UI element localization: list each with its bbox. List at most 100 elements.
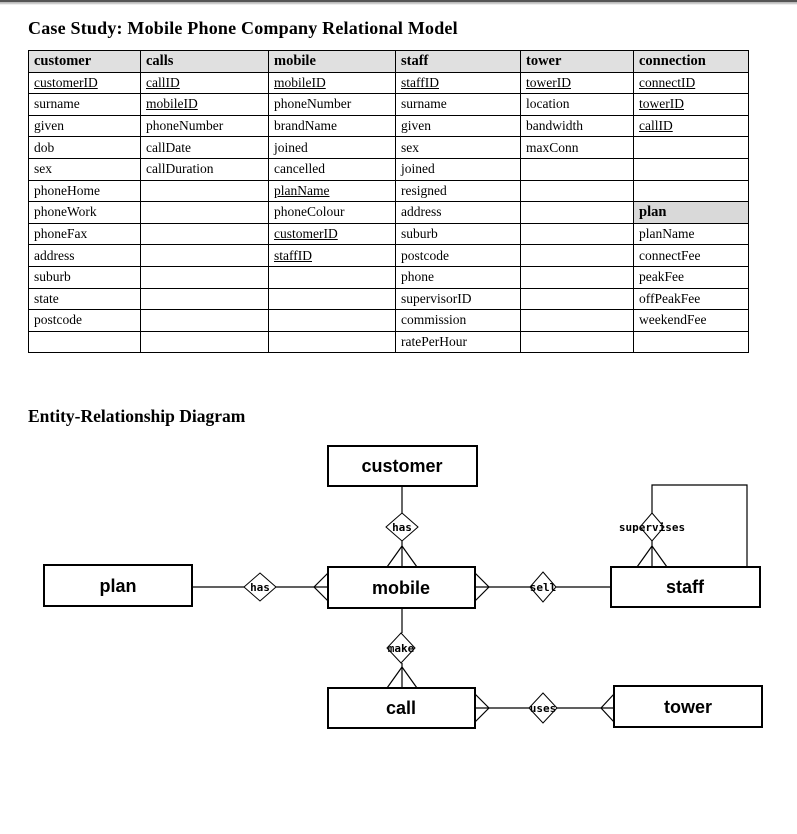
- table-cell: callID: [140, 71, 269, 95]
- table-cell: phone: [395, 265, 521, 289]
- plan-entity-label: plan: [99, 576, 136, 596]
- table-cell: [268, 309, 396, 332]
- supervises-diamond: [639, 512, 665, 542]
- table-cell: supervisorID: [395, 287, 521, 311]
- column-header-staff: staff: [395, 50, 521, 73]
- sell-relationship-label: sell: [530, 581, 557, 594]
- table-cell: [140, 265, 269, 289]
- customer-entity-box: [327, 445, 478, 487]
- table-cell: [140, 222, 269, 246]
- table-cell: [520, 287, 634, 311]
- page-top-rule: [0, 0, 797, 5]
- table-cell: [633, 136, 749, 159]
- crow-foot-mobile-top: [401, 545, 418, 568]
- table-cell: [140, 201, 269, 224]
- table-cell: staffID: [395, 71, 521, 95]
- table-cell: customerID: [268, 222, 396, 246]
- table-row: suburb phone peakFee: [28, 265, 749, 289]
- table-cell: customerID: [28, 71, 141, 95]
- connector-supervises-loop: [651, 484, 748, 567]
- table-cell: sex: [28, 157, 141, 181]
- has-relationship-label: has: [250, 581, 270, 594]
- table-cell: phoneNumber: [140, 114, 269, 138]
- table-row: postcode commission weekendFee: [28, 309, 749, 332]
- table-cell: callID: [633, 114, 749, 138]
- table-cell: [140, 309, 269, 332]
- table-cell: mobileID: [140, 93, 269, 116]
- make-relationship-label: make: [388, 642, 415, 655]
- table-cell: [140, 330, 269, 354]
- table-row: state supervisorID offPeakFee: [28, 287, 749, 311]
- table-cell: towerID: [520, 71, 634, 95]
- table-cell: postcode: [28, 309, 141, 332]
- staff-entity-box: [610, 566, 761, 608]
- crow-foot-mobile-left: [313, 572, 329, 588]
- plan-entity-box: [43, 564, 193, 607]
- table-cell: given: [395, 114, 521, 138]
- table-cell: [520, 201, 634, 224]
- table-cell: [268, 330, 396, 354]
- table-cell: [140, 287, 269, 311]
- crow-foot-call-top: [401, 666, 418, 689]
- table-cell: state: [28, 287, 141, 311]
- uses-relationship-label: uses: [530, 702, 557, 715]
- table-cell: joined: [268, 136, 396, 159]
- crow-foot-staff-top: [651, 545, 668, 568]
- table-cell: address: [28, 244, 141, 267]
- table-cell: suburb: [395, 222, 521, 246]
- make-diamond: [386, 632, 416, 664]
- table-cell: [633, 330, 749, 354]
- table-cell: [520, 309, 634, 332]
- table-cell: ratePerHour: [395, 330, 521, 354]
- page-title: Case Study: Mobile Phone Company Relatio…: [28, 18, 458, 39]
- table-cell: phoneHome: [28, 179, 141, 203]
- crow-foot-tower-left: [600, 693, 615, 709]
- table-cell: maxConn: [520, 136, 634, 159]
- er-diagram-heading: Entity-Relationship Diagram: [28, 405, 246, 426]
- table-cell: [520, 265, 634, 289]
- uses-diamond: [528, 692, 558, 724]
- table-cell: bandwidth: [520, 114, 634, 138]
- crow-foot-call-right: [474, 693, 490, 709]
- table-cell: mobileID: [268, 71, 396, 95]
- table-cell: [520, 222, 634, 246]
- has-diamond-plan-mobile: [243, 572, 277, 602]
- table-cell: [268, 265, 396, 289]
- staff-entity-label: staff: [666, 577, 705, 597]
- table-cell: callDate: [140, 136, 269, 159]
- supervises-relationship-label: supervises: [619, 521, 685, 534]
- table-cell: [520, 330, 634, 354]
- table-cell: postcode: [395, 244, 521, 267]
- table-cell: given: [28, 114, 141, 138]
- mobile-entity-box: [327, 566, 476, 609]
- table-cell: sex: [395, 136, 521, 159]
- er-diagram: customer plan mobile staff call tower ha…: [43, 445, 763, 729]
- table-cell: address: [395, 201, 521, 224]
- crow-foot-mobile-left: [313, 586, 329, 602]
- column-header-connection: connection: [633, 50, 749, 73]
- table-cell: connectFee: [633, 244, 749, 267]
- table-cell: [28, 330, 141, 354]
- crow-foot-tower-left: [600, 707, 615, 723]
- table-cell: location: [520, 93, 634, 116]
- table-cell: [520, 179, 634, 203]
- table-cell: commission: [395, 309, 521, 332]
- table-row: ratePerHour: [28, 330, 749, 354]
- table-cell: [520, 244, 634, 267]
- table-cell: peakFee: [633, 265, 749, 289]
- plan-subheader-cell: plan: [633, 201, 749, 224]
- table-cell: towerID: [633, 93, 749, 116]
- call-entity-label: call: [386, 698, 416, 718]
- table-cell: phoneNumber: [268, 93, 396, 116]
- column-header-customer: customer: [28, 50, 141, 73]
- table-cell: [633, 179, 749, 203]
- table-cell: [140, 244, 269, 267]
- table-cell: callDuration: [140, 157, 269, 181]
